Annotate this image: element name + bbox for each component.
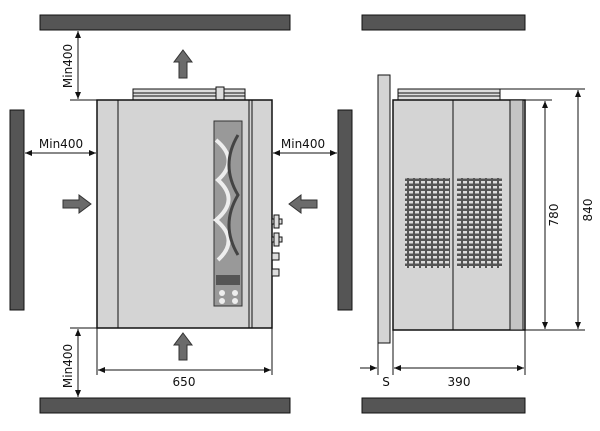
clearance-top-label: Min400	[61, 44, 75, 88]
wall-top	[39, 14, 291, 31]
top-grille	[132, 86, 246, 102]
body-height-label: 780	[547, 204, 561, 227]
clearance-right-label: Min400	[281, 137, 325, 151]
pipe-connections	[271, 214, 283, 277]
side-wall-top	[361, 14, 526, 31]
airflow-arrow-left	[288, 194, 318, 214]
total-height-label: 840	[581, 199, 595, 222]
clearance-bottom-label: Min400	[61, 344, 75, 388]
airflow-arrow-up-top	[173, 49, 193, 79]
wall-bottom	[39, 397, 291, 414]
control-panel	[212, 120, 243, 307]
wall-gap-label: S	[382, 375, 390, 389]
airflow-arrow-up-bottom	[173, 332, 193, 361]
unit-front	[96, 99, 273, 329]
wall-left	[9, 109, 25, 311]
wall-right	[337, 109, 353, 311]
vent-grille-right	[457, 178, 502, 268]
unit-side	[392, 99, 526, 331]
width-label: 650	[173, 375, 196, 389]
clearance-left-label: Min400	[39, 137, 83, 151]
side-wall-bottom	[361, 397, 526, 414]
mounting-wall	[377, 74, 391, 344]
side-view: 780 840 S 390	[360, 14, 595, 414]
front-view: Min400 Min400 Min400 Min400 650	[9, 14, 353, 414]
vent-grille-left	[405, 178, 450, 268]
airflow-arrow-right	[62, 194, 92, 214]
side-top-grille	[397, 88, 501, 101]
depth-label: 390	[448, 375, 471, 389]
